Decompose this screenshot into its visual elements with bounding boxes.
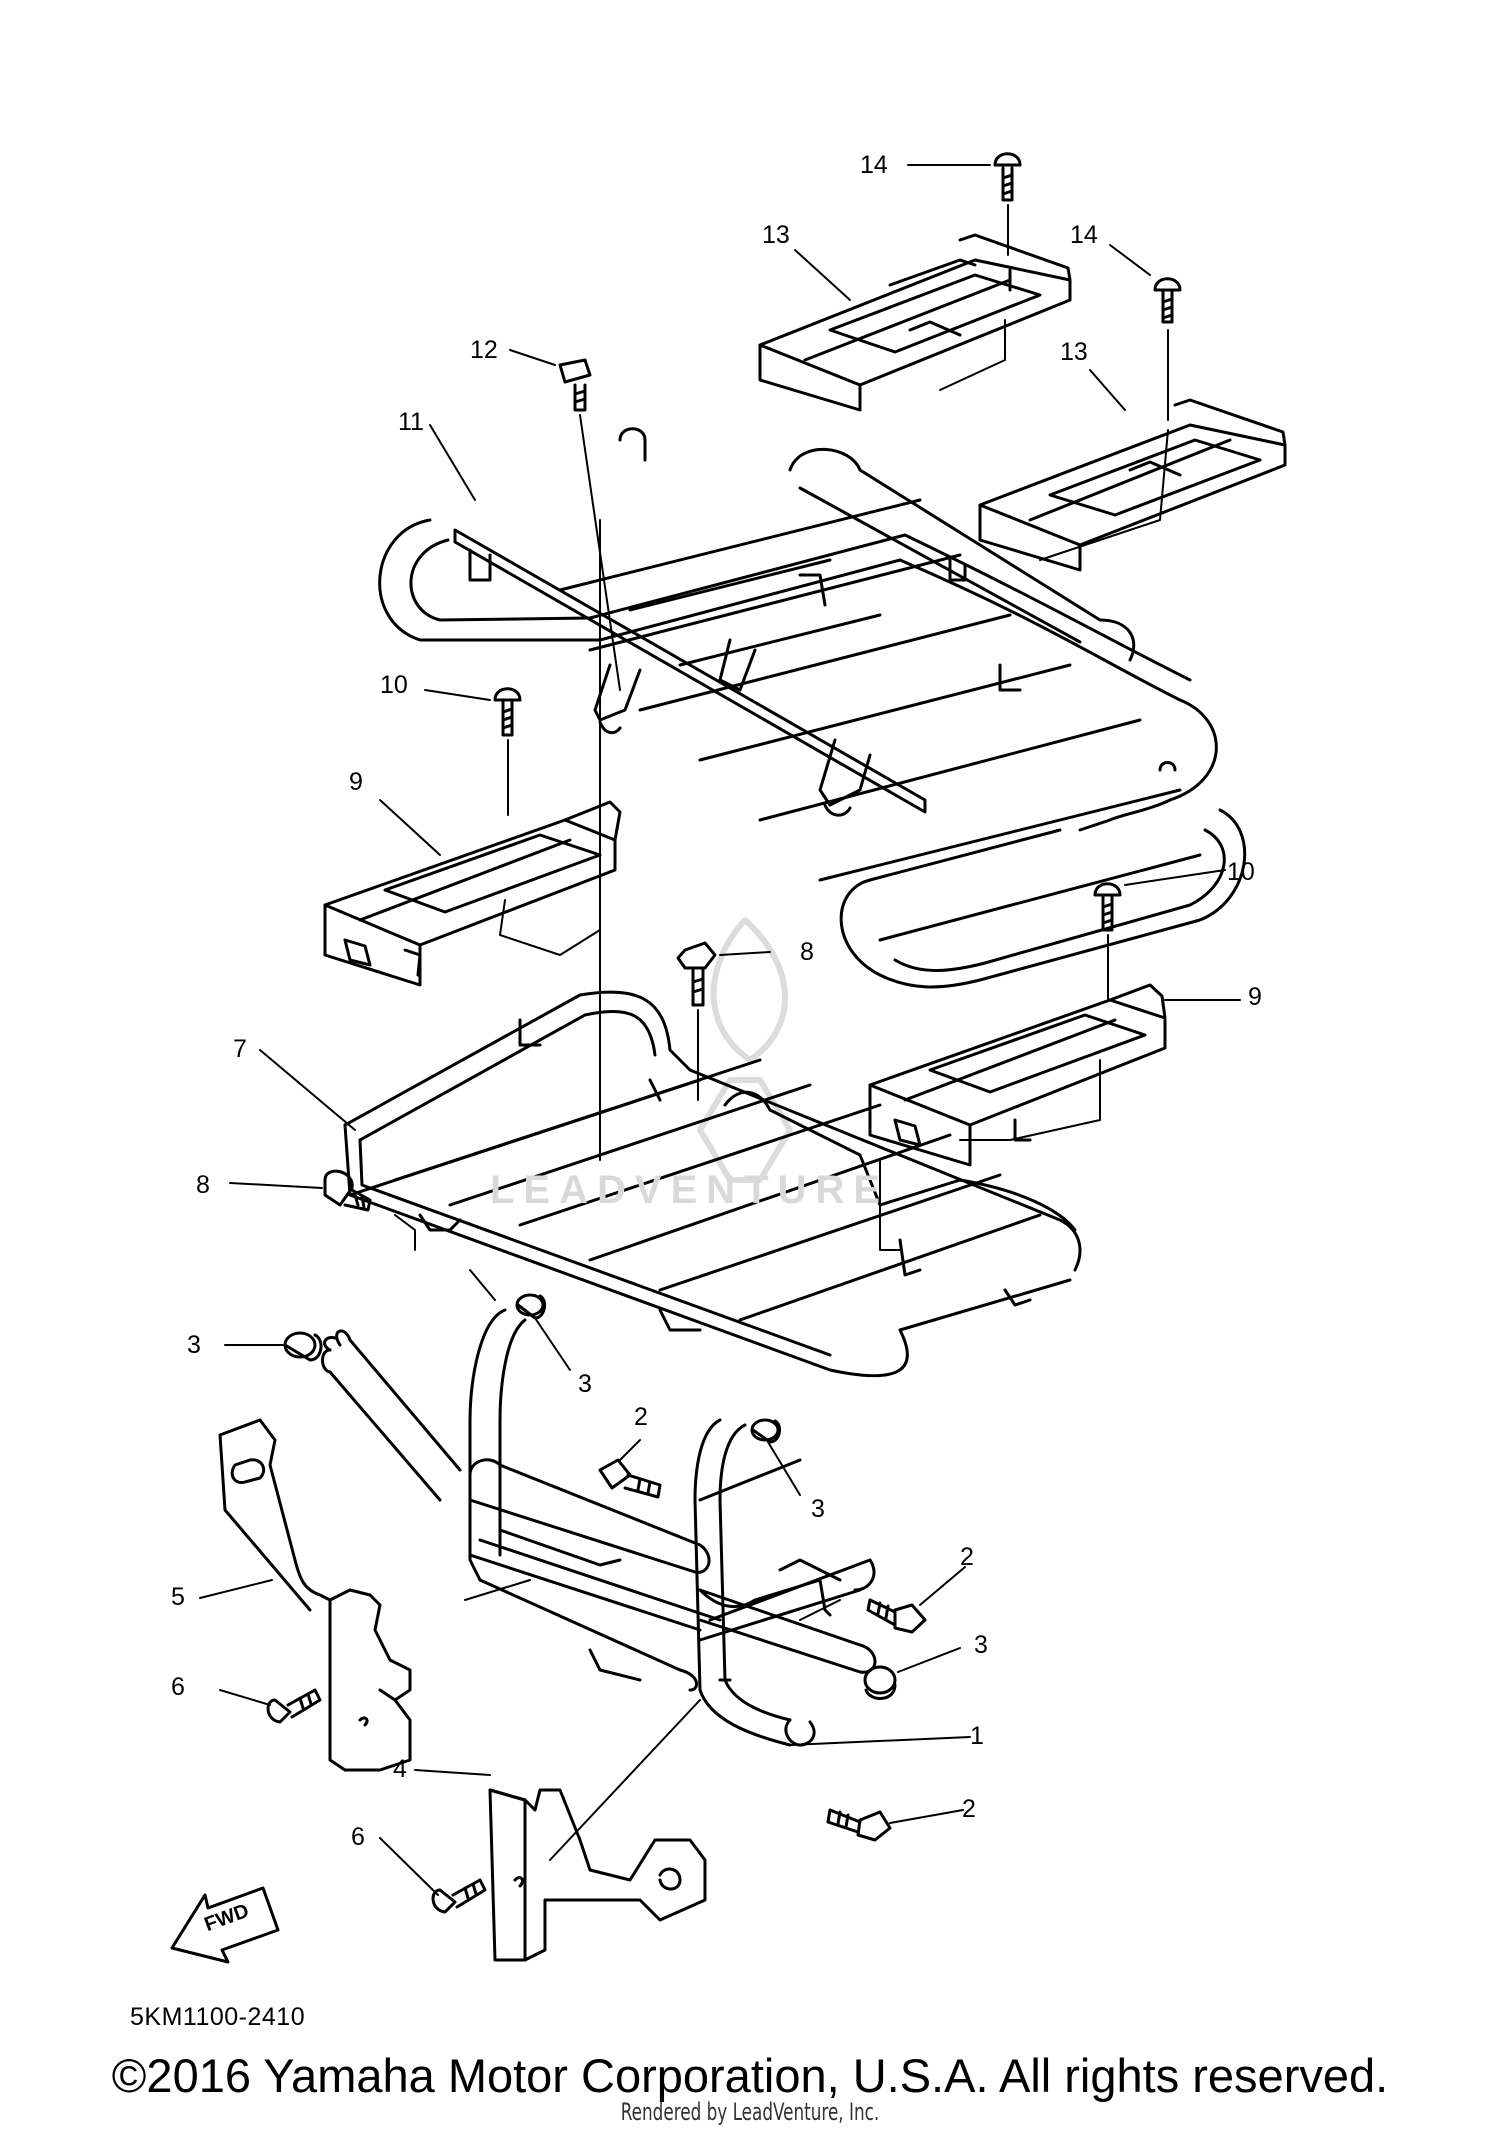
bolts bbox=[266, 152, 1182, 1914]
callout-14: 14 bbox=[860, 151, 888, 179]
rear-carrier-11 bbox=[378, 427, 1247, 1142]
leader-lines bbox=[199, 164, 1241, 1896]
callout-9: 9 bbox=[349, 768, 363, 796]
callout-14: 14 bbox=[1070, 221, 1098, 249]
callout-6: 6 bbox=[171, 1673, 185, 1701]
callout-1: 1 bbox=[970, 1722, 984, 1750]
callout-3: 3 bbox=[811, 1495, 825, 1523]
callout-2: 2 bbox=[962, 1795, 976, 1823]
callout-8: 8 bbox=[196, 1171, 210, 1199]
callout-8: 8 bbox=[800, 938, 814, 966]
bracket-5 bbox=[218, 1418, 412, 1772]
callout-6: 6 bbox=[351, 1823, 365, 1851]
watermark-text: LEADVENTURE bbox=[490, 1168, 890, 1212]
callout-7: 7 bbox=[233, 1035, 247, 1063]
render-credit: Rendered by LeadVenture, Inc. bbox=[620, 2098, 880, 2126]
diagram-code: 5KM1100-2410 bbox=[130, 2003, 306, 2031]
callout-12: 12 bbox=[470, 336, 498, 364]
callout-3: 3 bbox=[187, 1331, 201, 1359]
callout-10: 10 bbox=[1227, 858, 1255, 886]
callout-9: 9 bbox=[1248, 983, 1262, 1011]
copyright-notice: ©2016 Yamaha Motor Corporation, U.S.A. A… bbox=[111, 2049, 1389, 2102]
tube-left bbox=[323, 1335, 337, 1352]
callout-3: 3 bbox=[578, 1370, 592, 1398]
tube-right bbox=[698, 1588, 877, 1674]
front-carrier-7 bbox=[343, 990, 1082, 1378]
rack-pad-9-left bbox=[323, 800, 622, 987]
callout-2: 2 bbox=[960, 1543, 974, 1571]
fwd-arrow-icon bbox=[170, 1886, 280, 1964]
rack-pad-13-upper bbox=[758, 233, 1072, 412]
callout-5: 5 bbox=[171, 1583, 185, 1611]
callout-13: 13 bbox=[762, 221, 790, 249]
callout-3: 3 bbox=[974, 1631, 988, 1659]
callout-4: 4 bbox=[393, 1755, 407, 1783]
callout-10: 10 bbox=[380, 671, 408, 699]
front-guard-1 bbox=[321, 1308, 876, 1747]
callout-13: 13 bbox=[1060, 338, 1088, 366]
bracket-4 bbox=[488, 1788, 707, 1962]
watermark-logo bbox=[697, 917, 793, 1183]
callout-2: 2 bbox=[634, 1403, 648, 1431]
rack-pad-13-lower bbox=[978, 398, 1287, 572]
grommet-3 bbox=[283, 1293, 897, 1700]
callout-11: 11 bbox=[398, 408, 424, 436]
